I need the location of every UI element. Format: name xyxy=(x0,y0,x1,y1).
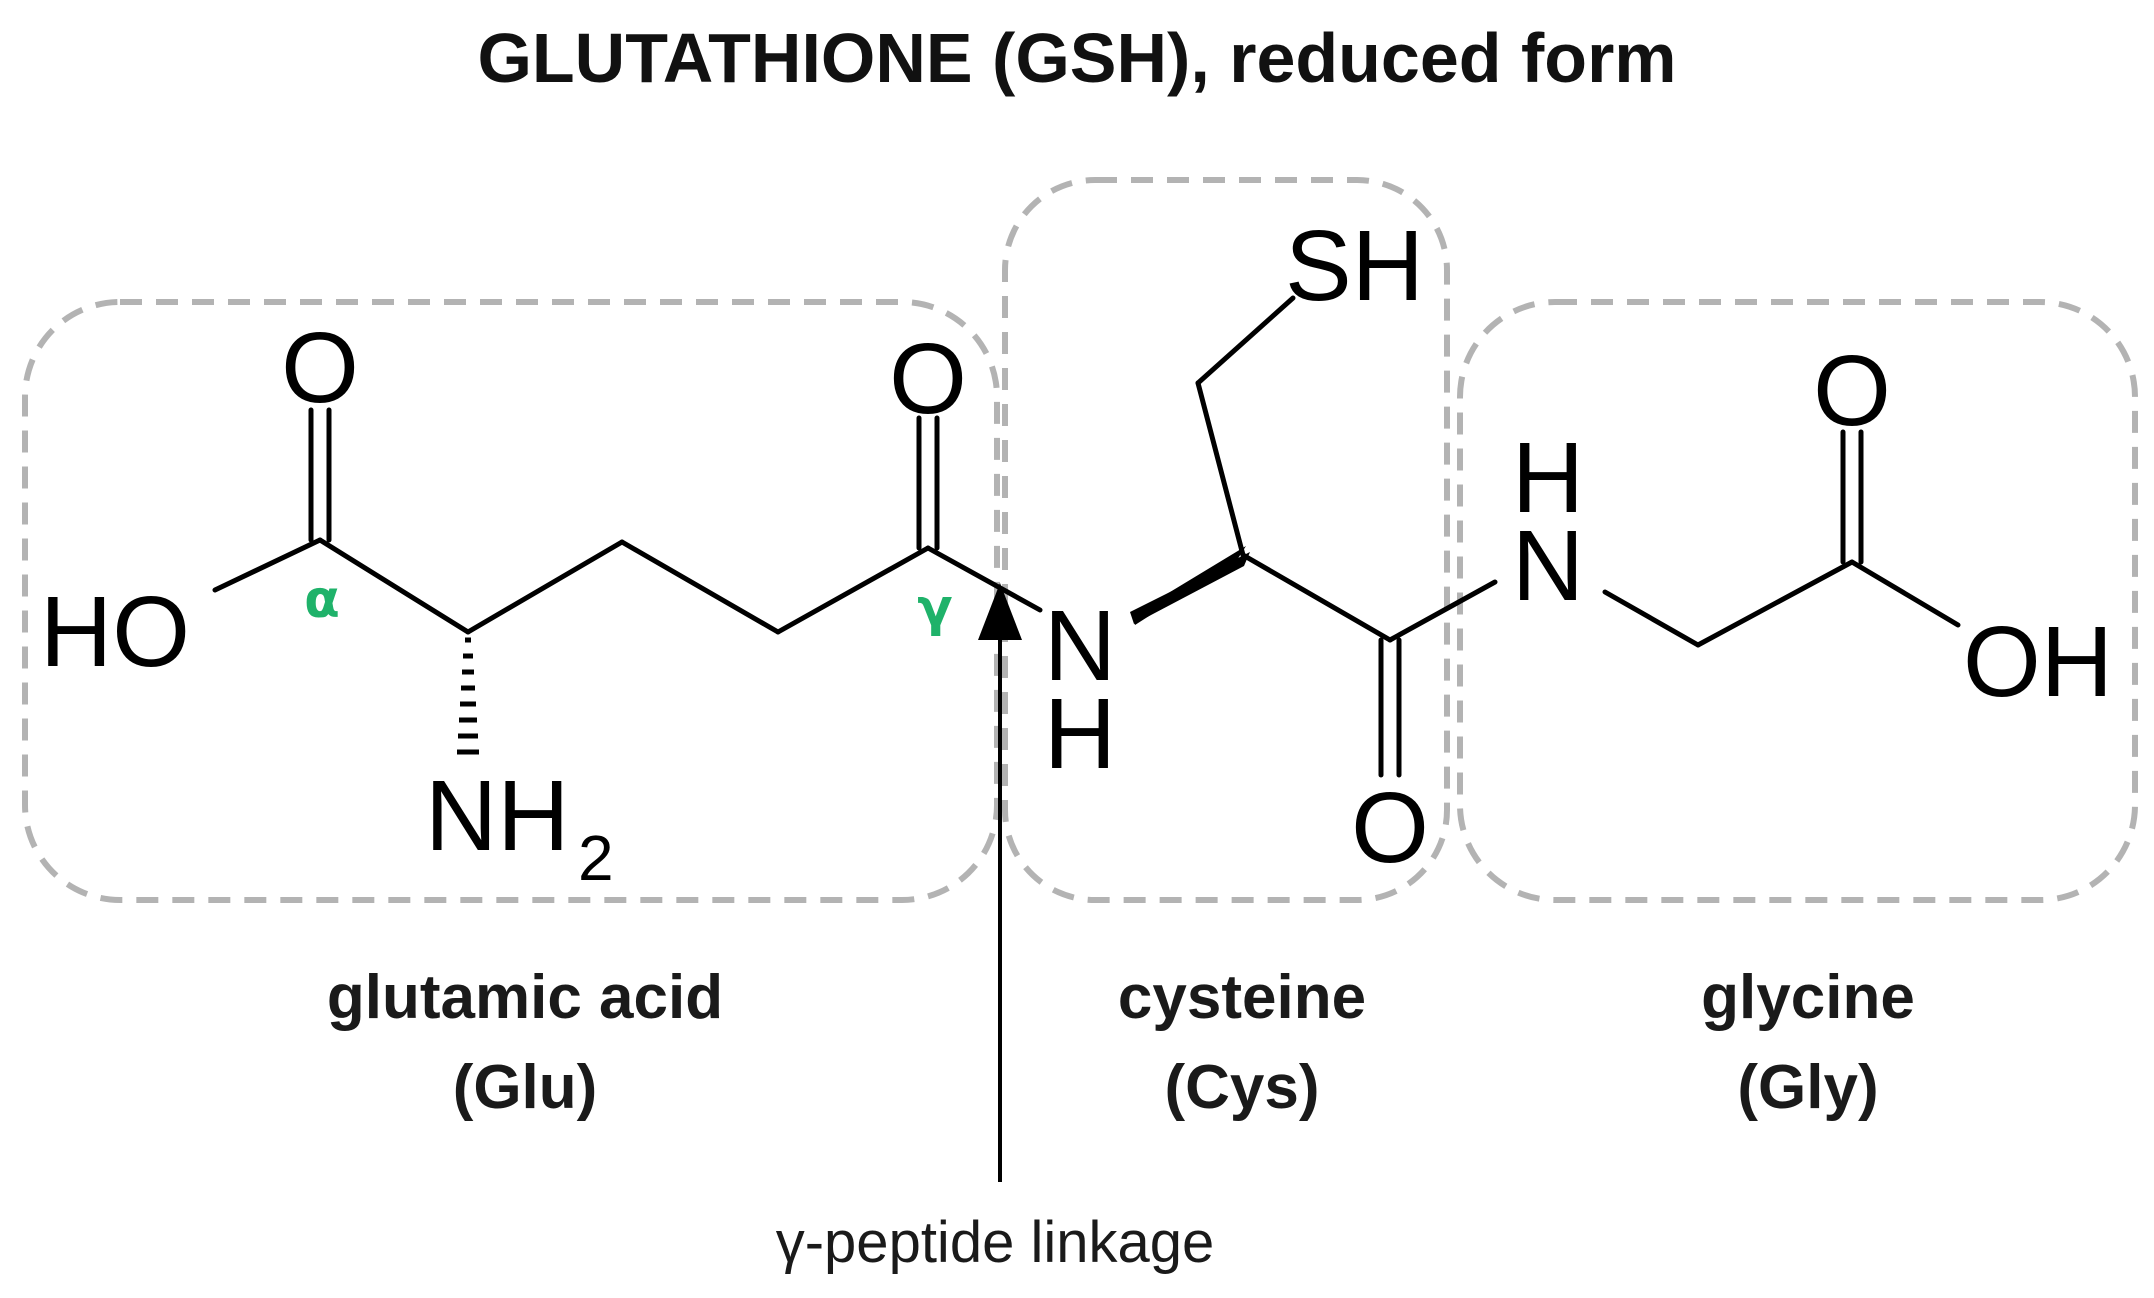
residue-name-cys: cysteine xyxy=(1118,963,1366,1032)
atom-n-amide1: N xyxy=(1044,590,1116,702)
diagram-title: GLUTATHIONE (GSH), reduced form xyxy=(477,19,1676,97)
bond-c1-c2 xyxy=(317,537,471,635)
bond-cooh-oh xyxy=(1849,559,1961,628)
bond-ho-calpha xyxy=(212,537,323,593)
solid-wedge-bond-tip xyxy=(1130,552,1250,624)
residue-name-gly: glycine xyxy=(1701,963,1915,1032)
bond-c4-c5 xyxy=(775,545,931,635)
hashed-wedge-bond xyxy=(457,637,479,755)
atom-nh2-subscript: 2 xyxy=(578,822,614,894)
residue-name-glu: glutamic acid xyxy=(327,963,723,1032)
atom-n-amide2: N xyxy=(1512,510,1584,622)
bond-c2-c3 xyxy=(465,539,625,635)
atom-o-cys-carbonyl: O xyxy=(1351,772,1429,884)
bond-calpha-carbonyl xyxy=(1240,552,1393,643)
bond-cbeta-s xyxy=(1195,295,1296,386)
bond-n2-ch2 xyxy=(1602,589,1701,648)
atom-h-amide1: H xyxy=(1044,678,1116,790)
bond-carbonyl-n2 xyxy=(1387,579,1498,643)
atom-ho: HO xyxy=(40,576,190,688)
gamma-position-marker: γ xyxy=(917,578,952,638)
atom-h-amide2: H xyxy=(1512,422,1584,534)
atom-nh2: NH xyxy=(425,760,569,872)
atom-o-glu-carboxyl: O xyxy=(281,312,359,424)
atom-o-gamma-carbonyl: O xyxy=(889,323,967,435)
linkage-arrowhead-icon xyxy=(978,583,1022,640)
atom-oh: OH xyxy=(1963,606,2113,718)
residue-abbr-cys: (Cys) xyxy=(1164,1053,1319,1122)
alpha-position-marker: α xyxy=(304,570,340,630)
atom-o-gly-carbonyl: O xyxy=(1813,335,1891,447)
bond-c3-c4 xyxy=(619,539,781,635)
bond-ch2-cooh xyxy=(1695,559,1855,648)
bond-gamma-n xyxy=(925,545,1043,613)
linkage-label: γ-peptide linkage xyxy=(776,1210,1215,1275)
residue-abbr-glu: (Glu) xyxy=(453,1053,598,1122)
atom-sh: SH xyxy=(1285,210,1424,322)
residue-abbr-gly: (Gly) xyxy=(1737,1053,1878,1122)
bond-calpha-cbeta xyxy=(1195,380,1246,558)
